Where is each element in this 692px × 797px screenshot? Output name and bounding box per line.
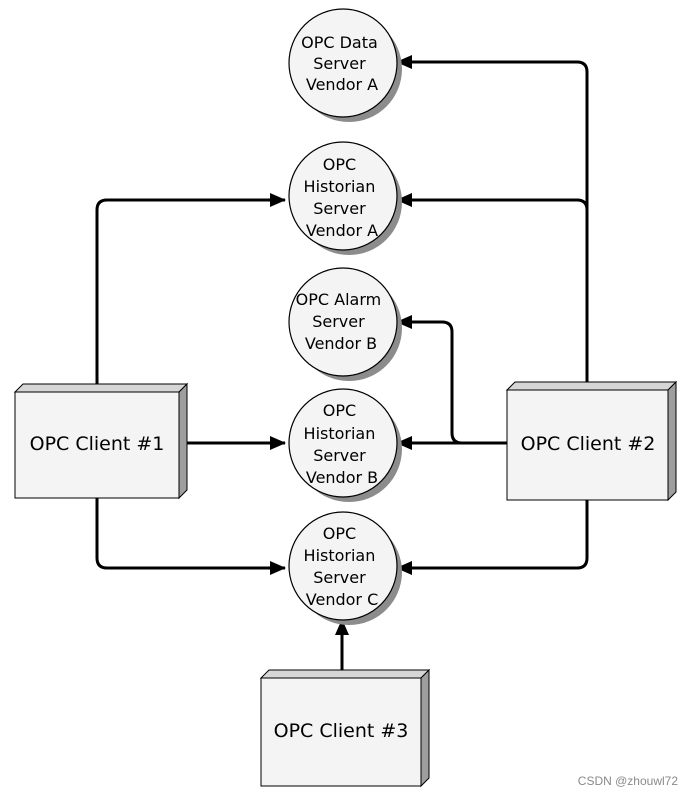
server-label-line: Vendor C [306, 590, 378, 609]
server-label-line: Vendor A [306, 221, 378, 240]
client-1-label: OPC Client #1 [30, 433, 165, 455]
arrow-c2-to-data-a [396, 55, 589, 390]
client-3-box: OPC Client #3 [259, 668, 431, 788]
server-label-line: Server [313, 568, 366, 587]
server-label-line: OPC Data [301, 33, 378, 52]
server-alarm-b: OPC Alarm Server Vendor B [288, 267, 402, 381]
server-label-line: Server [312, 312, 365, 331]
connectors [95, 55, 589, 676]
arrow-c2-to-hist-c [396, 500, 589, 575]
server-label-line: Historian [304, 546, 376, 565]
server-label-line: Vendor A [306, 75, 378, 94]
client-1-box: OPC Client #1 [13, 382, 189, 500]
server-historian-a: OPC Historian Server Vendor A [288, 141, 402, 255]
arrow-c1-to-hist-a [95, 193, 286, 390]
watermark: CSDN @zhouwl72 [578, 774, 679, 788]
client-2-label: OPC Client #2 [521, 433, 656, 455]
svg-text:OPC Historian Serv: OPC Historian Server Vendor A [304, 155, 381, 240]
svg-text:OPC Alarm Server V: OPC Alarm Server Vendor B [296, 290, 387, 353]
svg-text:OPC Historian Serv: OPC Historian Server Vendor B [304, 401, 381, 487]
server-historian-b: OPC Historian Server Vendor B [288, 388, 402, 502]
svg-text:OPC Data Server Ve: OPC Data Server Vendor A [301, 33, 383, 94]
server-label-line: Server [313, 54, 366, 73]
server-data-a: OPC Data Server Vendor A [288, 8, 402, 122]
server-label-line: OPC [323, 401, 356, 420]
server-label-line: OPC Alarm [296, 290, 382, 309]
server-label-line: OPC [323, 524, 356, 543]
server-label-line: Vendor B [305, 334, 377, 353]
arrow-c2-to-alarm-b [396, 315, 507, 445]
server-label-line: Server [313, 446, 366, 465]
client-2-box: OPC Client #2 [505, 380, 678, 502]
client-3-label: OPC Client #3 [274, 720, 409, 742]
server-historian-c: OPC Historian Server Vendor C [288, 511, 402, 625]
server-label-line: Vendor B [306, 468, 378, 487]
server-label-line: Server [313, 199, 366, 218]
server-label-line: Historian [304, 424, 376, 443]
arrow-c1-to-hist-c [95, 498, 286, 575]
server-label-line: Historian [304, 177, 376, 196]
server-label-line: OPC [323, 155, 356, 174]
arrow-c2-to-hist-a [396, 193, 589, 211]
svg-text:OPC Historian Serv: OPC Historian Server Vendor C [304, 524, 381, 609]
